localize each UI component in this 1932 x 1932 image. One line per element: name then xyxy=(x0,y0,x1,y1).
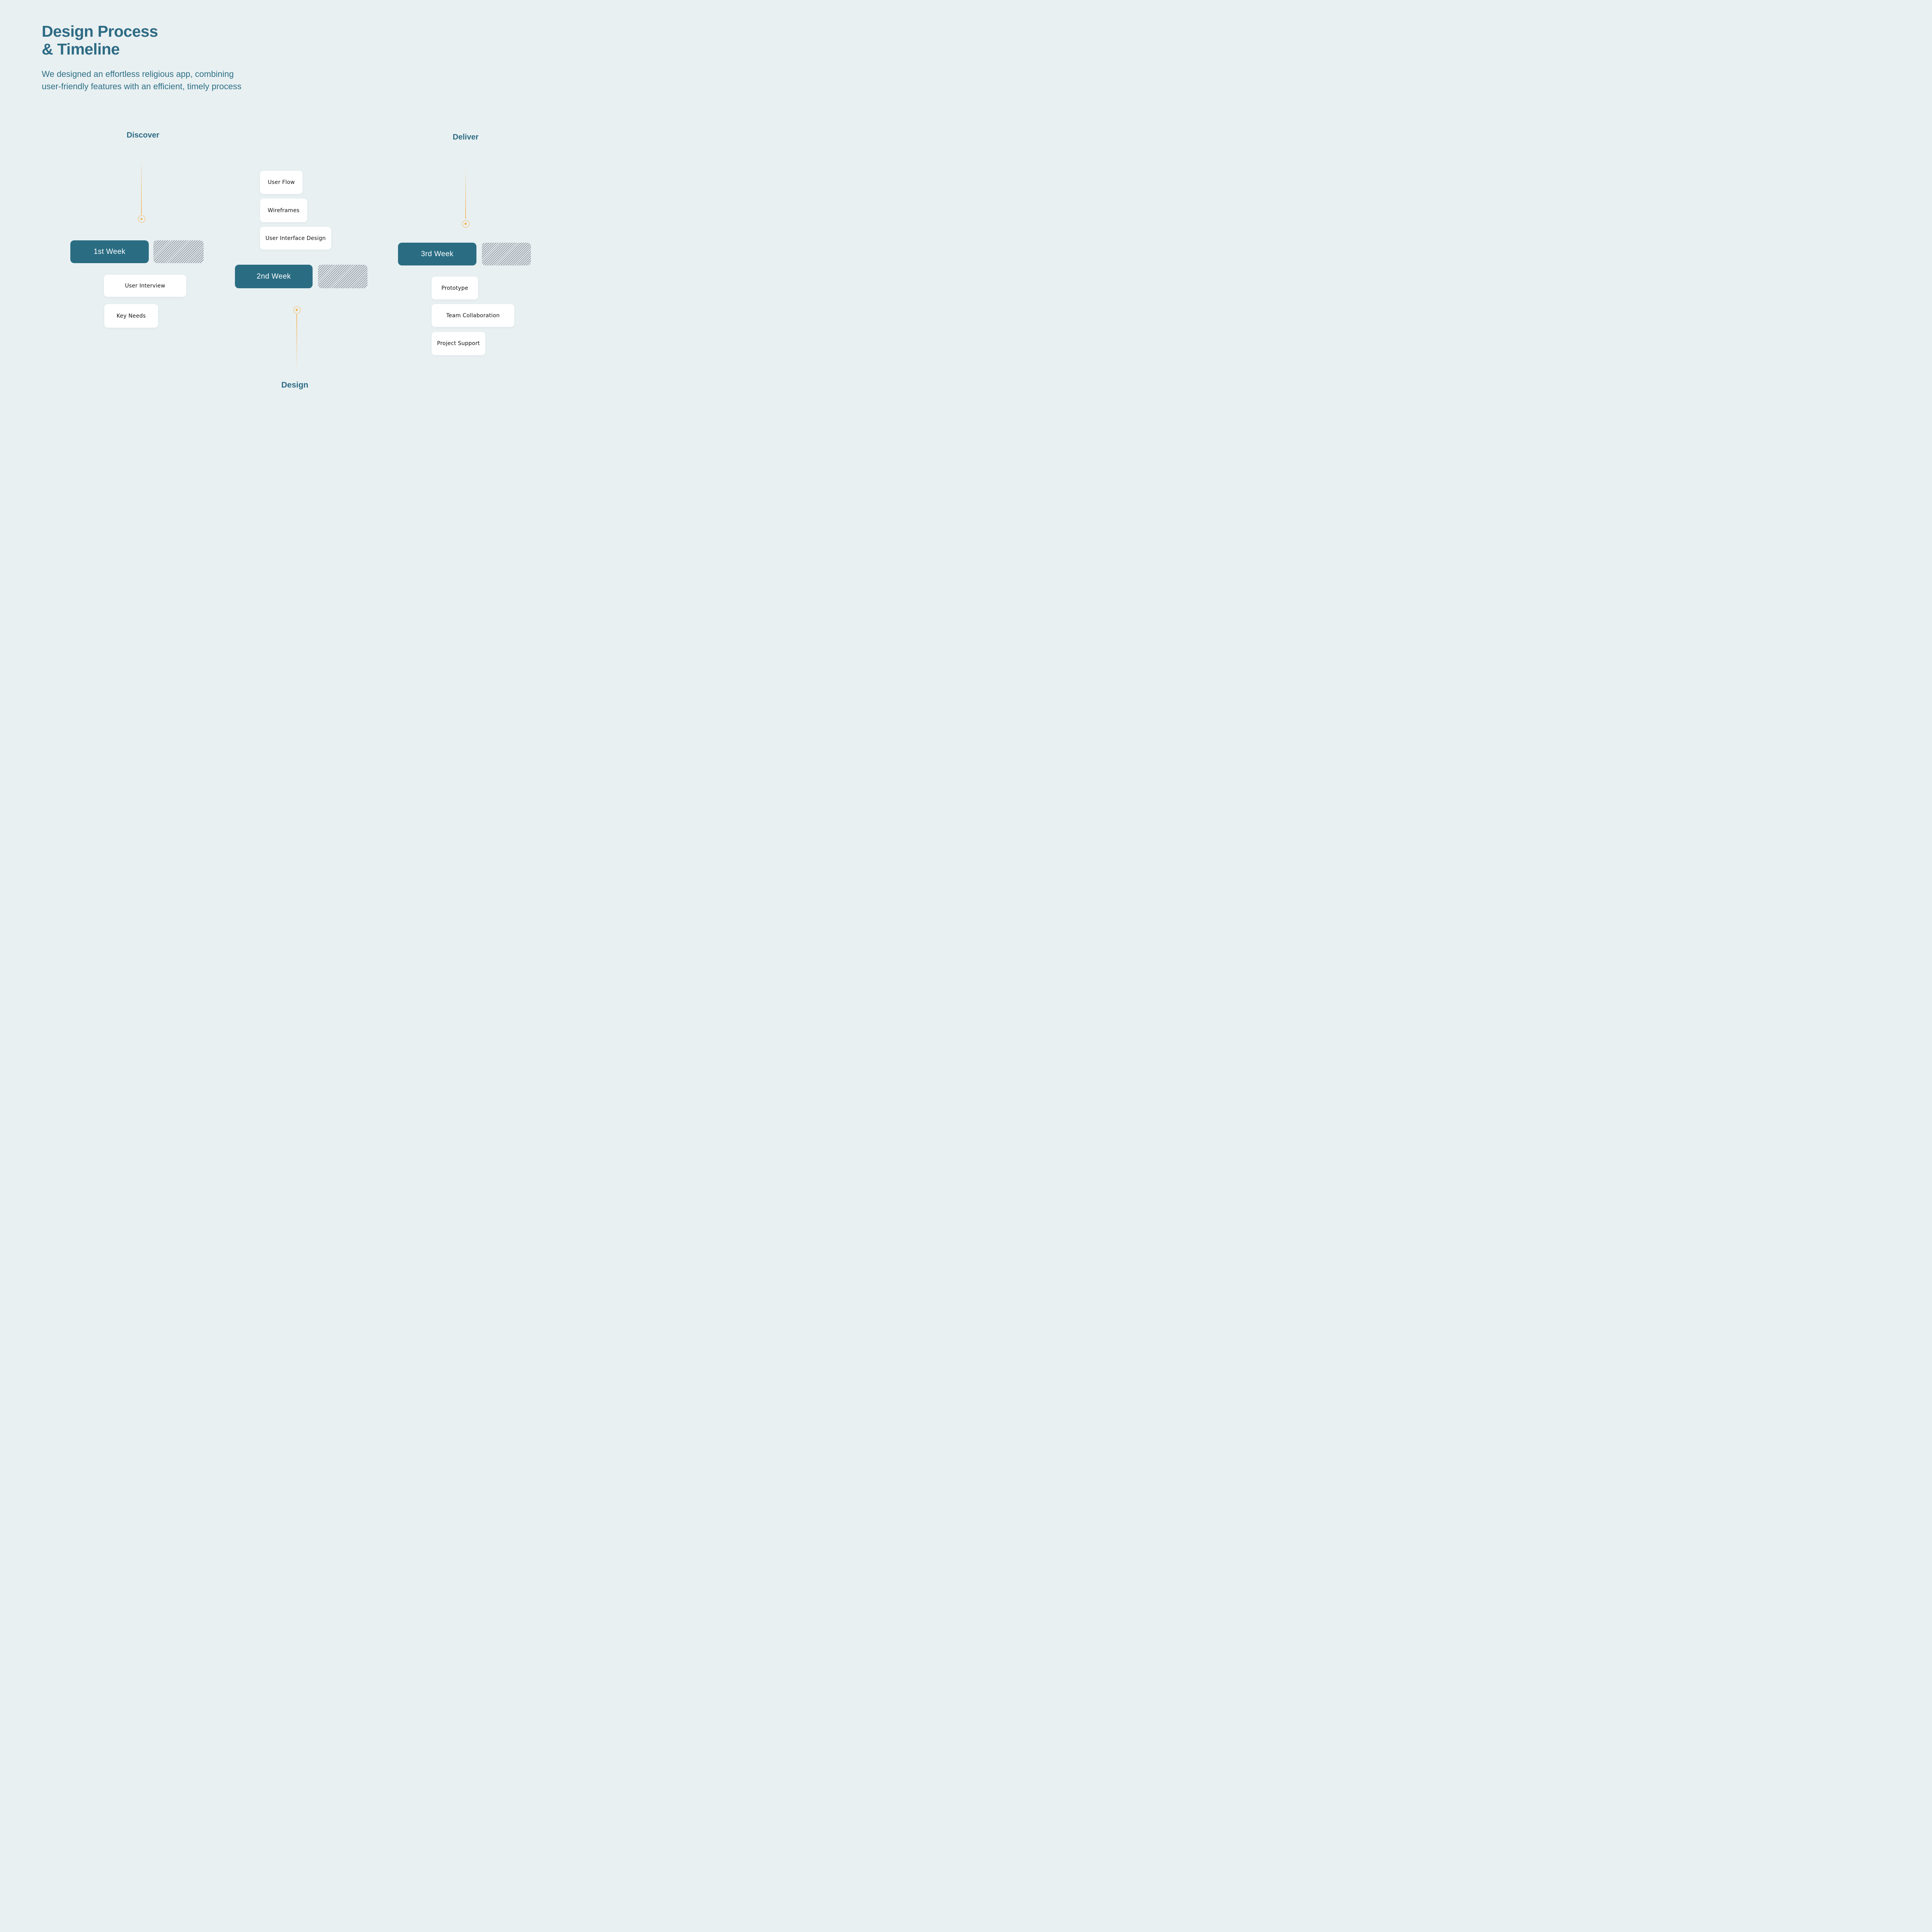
week-badge-1st: 1st Week xyxy=(70,240,149,263)
phase-label-design: Design xyxy=(281,381,308,389)
timeline-dot-icon xyxy=(140,218,143,220)
hatch-placeholder xyxy=(153,240,204,263)
timeline-node-icon xyxy=(293,306,301,314)
page-title-line1: Design Process xyxy=(42,22,158,40)
week-badge-2nd: 2nd Week xyxy=(235,265,313,288)
page-subtitle: We designed an effortless religious app,… xyxy=(42,68,242,93)
page-subtitle-line1: We designed an effortless religious app,… xyxy=(42,69,234,79)
page-subtitle-line2: user-friendly features with an efficient… xyxy=(42,81,242,91)
timeline-node-icon xyxy=(138,215,145,223)
task-card-team-collaboration: Team Collaboration xyxy=(432,304,514,327)
task-card-user-flow: User Flow xyxy=(260,171,303,194)
hatch-placeholder xyxy=(482,243,531,265)
task-card-user-interview: User Interview xyxy=(104,275,186,297)
task-card-project-support: Project Support xyxy=(432,332,485,355)
task-card-wireframes: Wireframes xyxy=(260,199,307,222)
timeline-dot-icon xyxy=(464,223,467,225)
hatch-placeholder xyxy=(318,265,367,288)
timeline-connector-design xyxy=(296,314,297,371)
page-title-line2: & Timeline xyxy=(42,40,120,58)
timeline-connector-discover xyxy=(141,155,142,214)
timeline-node-icon xyxy=(462,220,469,228)
timeline-connector-deliver xyxy=(465,167,466,219)
week-badge-3rd: 3rd Week xyxy=(398,243,476,265)
task-card-key-needs: Key Needs xyxy=(104,304,158,328)
timeline-dot-icon xyxy=(296,309,298,311)
task-card-user-interface-design: User Interface Design xyxy=(260,227,331,250)
phase-label-deliver: Deliver xyxy=(452,133,479,141)
task-card-prototype: Prototype xyxy=(432,277,478,299)
phase-label-discover: Discover xyxy=(126,131,160,139)
design-process-timeline-slide: Design Process & Timeline We designed an… xyxy=(0,0,587,417)
page-title: Design Process & Timeline xyxy=(42,22,158,58)
